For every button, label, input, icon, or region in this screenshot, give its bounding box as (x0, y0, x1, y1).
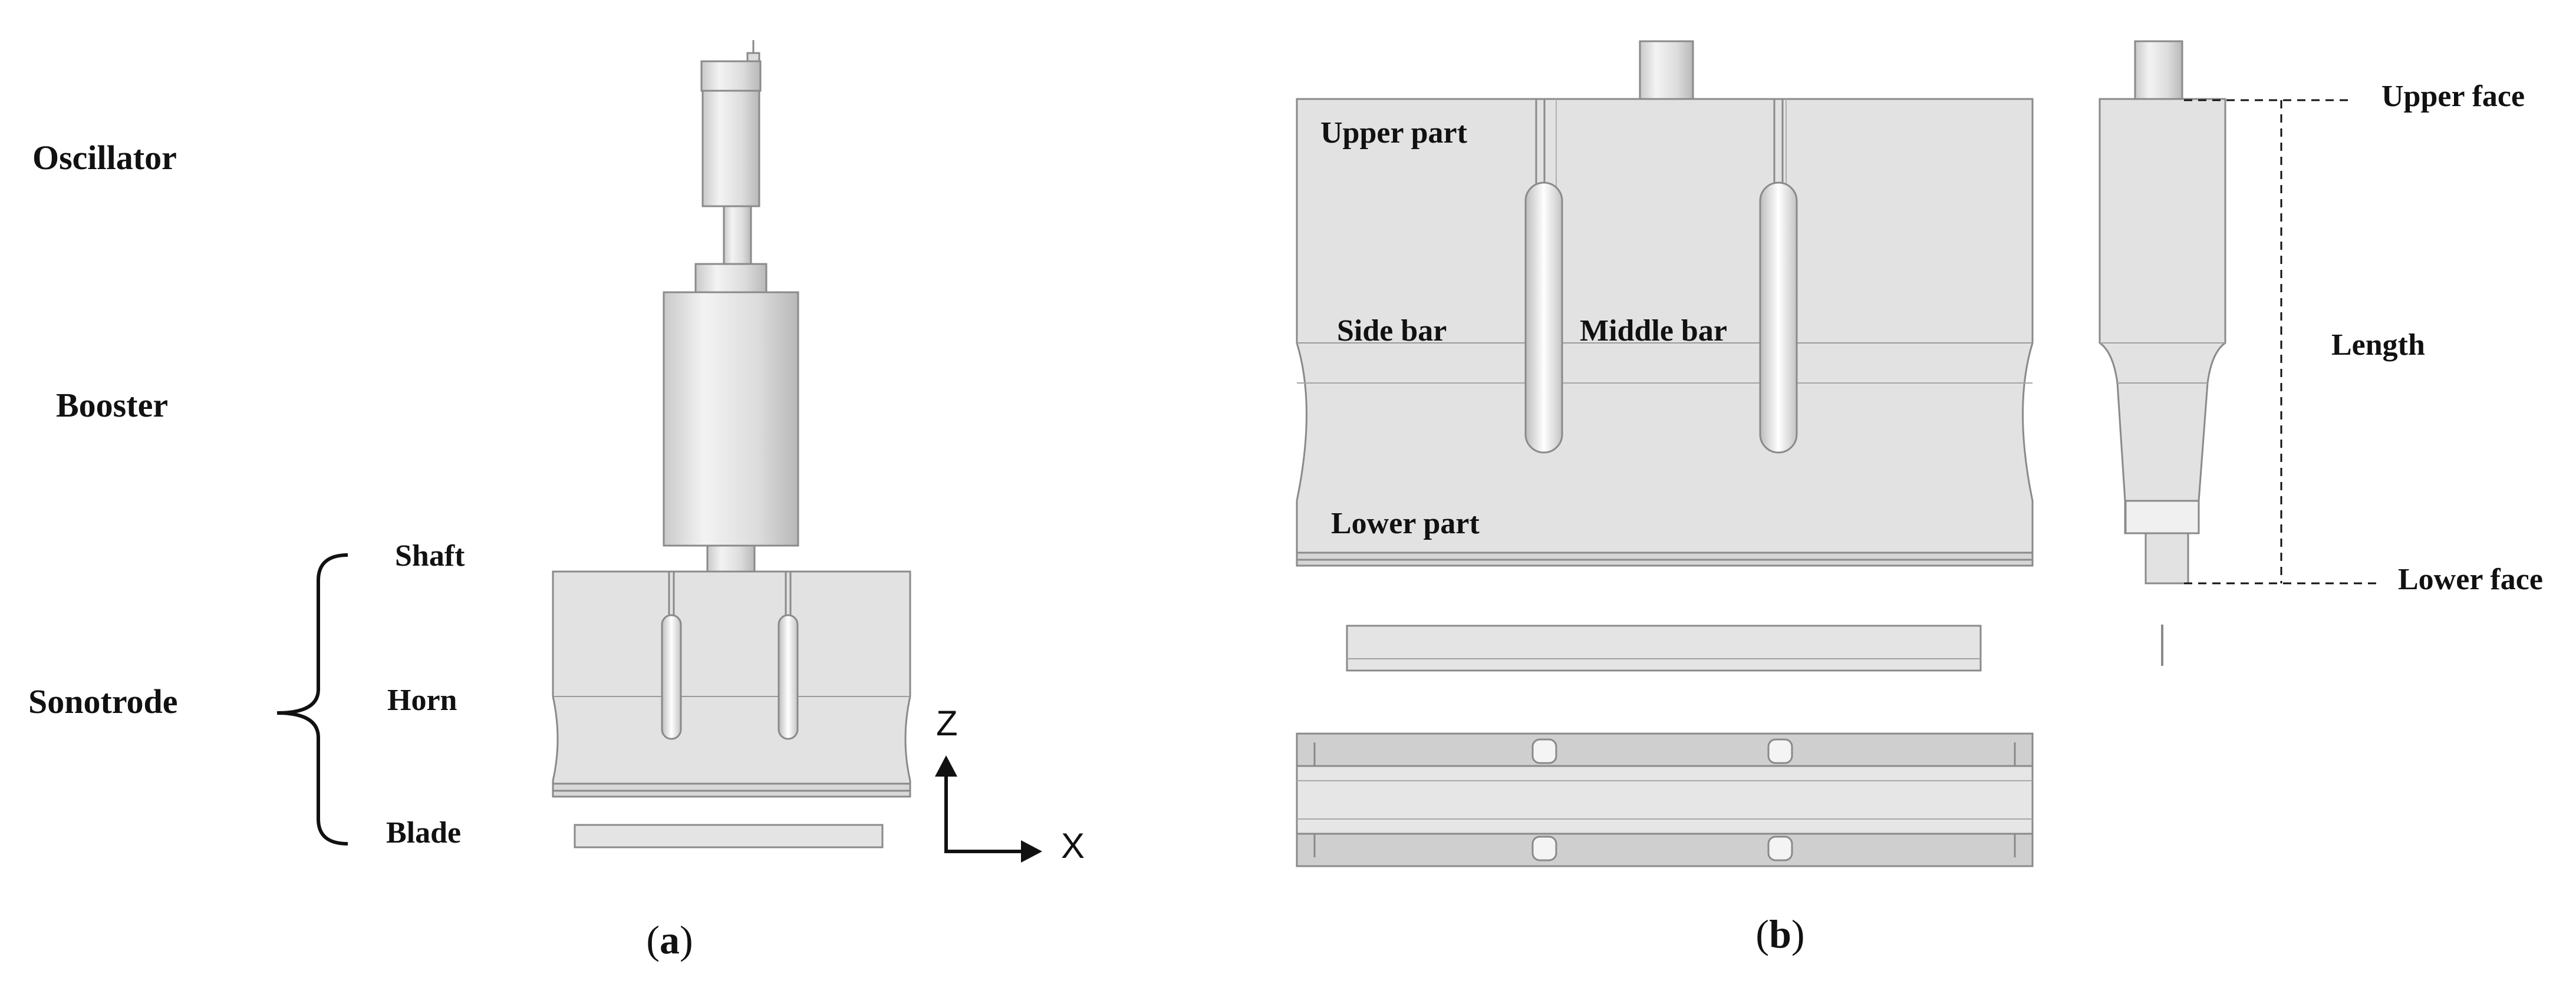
upper-part-label: Upper part (1320, 116, 1468, 150)
dimension-lines (2184, 99, 2381, 585)
booster-label: Booster (56, 386, 168, 424)
lower-face-label: Lower face (2398, 563, 2543, 596)
caption-b-letter: b (1769, 912, 1791, 956)
oscillator-part (700, 40, 762, 265)
coordinate-axes: Z X (935, 704, 1085, 866)
booster-part (663, 263, 799, 573)
panel-a: Oscillator Booster Sonotrode Shaft Horn … (28, 40, 1085, 962)
blade-part (574, 824, 884, 848)
blade-view (1346, 625, 1982, 672)
caption-a-open: ( (646, 917, 660, 962)
side-bar-label: Side bar (1337, 314, 1447, 348)
x-arrow-icon (1021, 840, 1042, 863)
length-label: Length (2331, 328, 2425, 362)
horn-label: Horn (387, 683, 457, 717)
caption-a-close: ) (680, 917, 693, 962)
horn-part (552, 570, 911, 798)
oscillator-label: Oscillator (32, 138, 177, 177)
panel-b-caption: (b) (1755, 912, 1804, 956)
lower-part-label: Lower part (1331, 507, 1480, 540)
horn-front-view (1296, 40, 2034, 567)
panel-b: Upper part Side bar Middle bar Lower par… (1296, 40, 2543, 956)
blade-label: Blade (386, 816, 461, 850)
horn-side-view (2099, 40, 2226, 666)
caption-b-open: ( (1755, 912, 1769, 956)
caption-a-letter: a (660, 917, 680, 962)
panel-a-caption: (a) (646, 917, 693, 962)
upper-face-label: Upper face (2381, 80, 2525, 113)
z-axis-label: Z (936, 704, 958, 743)
sonotrode-label: Sonotrode (28, 682, 178, 721)
z-arrow-icon (935, 755, 957, 777)
caption-b-close: ) (1791, 912, 1805, 956)
sonotrode-brace (276, 553, 348, 846)
shaft-label: Shaft (395, 539, 465, 573)
horn-top-view (1296, 732, 2034, 867)
middle-bar-label: Middle bar (1580, 314, 1727, 348)
x-axis-label: X (1061, 826, 1085, 866)
